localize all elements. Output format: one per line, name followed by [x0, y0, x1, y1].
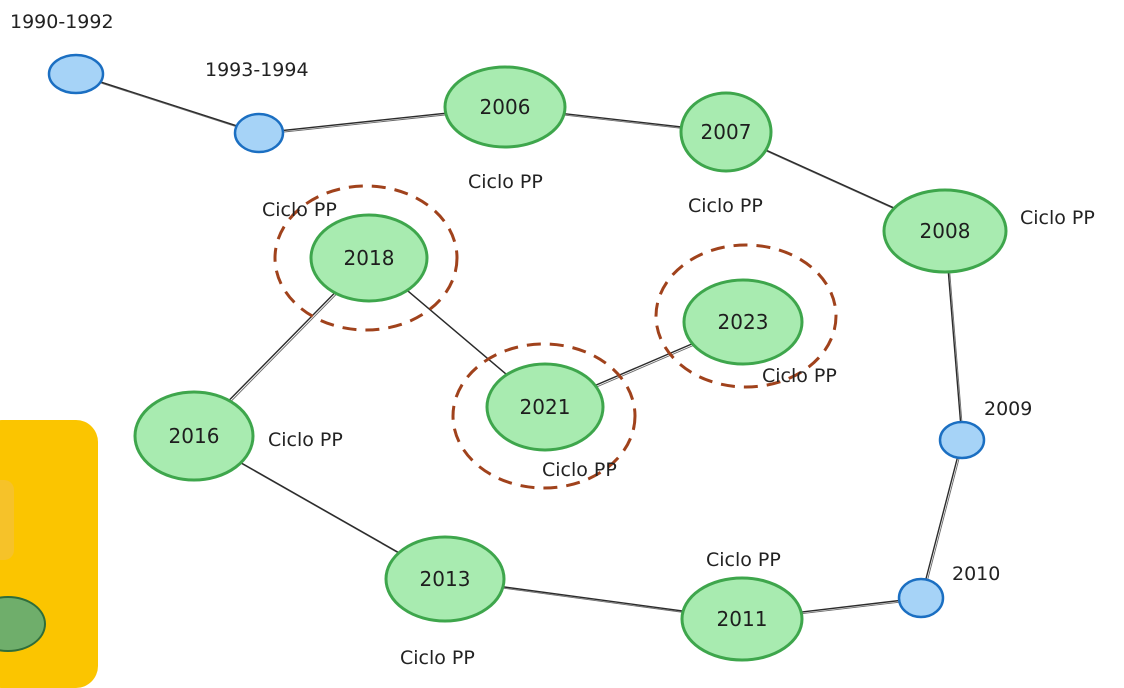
- node-2007: [679, 91, 773, 173]
- edge-n2009-n2010: [920, 439, 963, 599]
- edge-sketch-n1990-n1993: [77, 75, 261, 135]
- node-2008: [882, 188, 1008, 274]
- node-2023: [682, 278, 804, 366]
- node-label-2006: 2006: [480, 95, 531, 119]
- node-label-2018: 2018: [344, 246, 395, 270]
- node-2013: [384, 535, 506, 623]
- caption-2011: Ciclo PP: [706, 549, 781, 571]
- node-2018: [309, 213, 429, 303]
- node-label-2009: 2009: [984, 398, 1032, 420]
- caption-2006: Ciclo PP: [468, 171, 543, 193]
- node-label-2016: 2016: [169, 424, 220, 448]
- highlight-ring-layer: [273, 184, 838, 490]
- node-label-2023: 2023: [718, 310, 769, 334]
- caption-2021: Ciclo PP: [542, 459, 617, 481]
- panel-decoration-shape: [0, 480, 14, 560]
- node-2016: [133, 390, 255, 482]
- caption-2007: Ciclo PP: [688, 195, 763, 217]
- highlight-ring-2018: [273, 184, 459, 332]
- node-2009: [938, 420, 986, 460]
- edge-layer: [75, 73, 964, 621]
- caption-2023: Ciclo PP: [762, 365, 837, 387]
- node-label-1993-1994: 1993-1994: [205, 59, 309, 81]
- node-label-2008: 2008: [920, 219, 971, 243]
- edge-n1990-n1993: [75, 73, 260, 134]
- node-label-2021: 2021: [520, 395, 571, 419]
- node-1990-1992: [47, 53, 105, 95]
- node-layer: [47, 53, 1008, 662]
- node-2011: [680, 576, 804, 662]
- caption-2016: Ciclo PP: [268, 429, 343, 451]
- caption-2008: Ciclo PP: [1020, 207, 1095, 229]
- node-label-2011: 2011: [717, 607, 768, 631]
- node-2021: [485, 362, 605, 452]
- node-label-2013: 2013: [420, 567, 471, 591]
- node-2006: [443, 65, 567, 149]
- node-2010: [897, 577, 945, 619]
- node-1993-1994: [233, 112, 285, 154]
- node-label-2007: 2007: [701, 120, 752, 144]
- highlight-ring-2021: [451, 342, 637, 490]
- highlight-ring-2023: [654, 243, 838, 389]
- caption-2013: Ciclo PP: [400, 647, 475, 668]
- edge-sketch-n2009-n2010: [922, 441, 964, 600]
- caption-2018: Ciclo PP: [262, 199, 337, 221]
- node-label-1990-1992: 1990-1992: [10, 11, 114, 33]
- node-label-2010: 2010: [952, 563, 1000, 585]
